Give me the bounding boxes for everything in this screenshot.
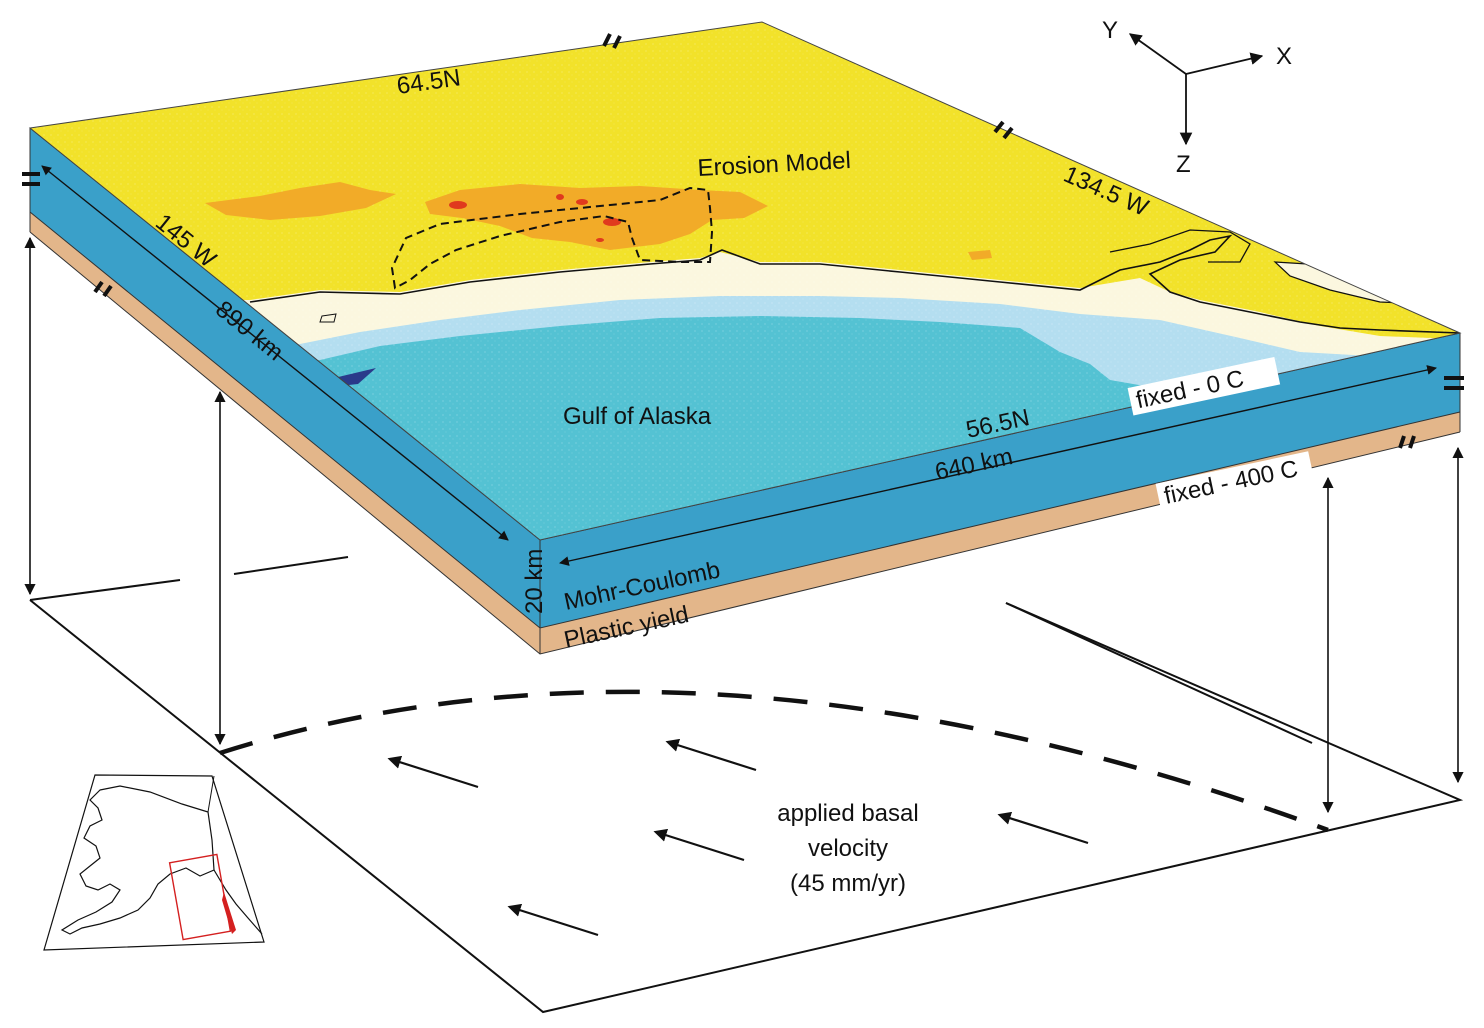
alaska-outline bbox=[60, 785, 215, 935]
basal-plane bbox=[29, 556, 1464, 1014]
axis-z-label: Z bbox=[1176, 151, 1191, 178]
dimension-lines bbox=[41, 165, 1437, 566]
peak-red-3 bbox=[576, 199, 588, 205]
velocity-arrows bbox=[387, 738, 1089, 937]
basal-velocity-label-line3: (45 mm/yr) bbox=[790, 870, 906, 897]
dimension-640km-line bbox=[559, 365, 1437, 566]
dimension-890km-line bbox=[41, 165, 509, 541]
basal-plane-back-edge-mid bbox=[233, 556, 349, 575]
velocity-arrow-icon bbox=[507, 903, 599, 937]
peak-red-4 bbox=[603, 218, 621, 226]
periodic-boundary-marker-icon bbox=[1444, 376, 1464, 390]
basal-velocity-label-line1: applied basal bbox=[777, 800, 918, 827]
high-topography-east-spot bbox=[968, 250, 992, 260]
model-block bbox=[28, 21, 1462, 655]
canada-coast bbox=[207, 775, 215, 813]
velocity-arrow-icon bbox=[665, 738, 757, 772]
coastline-inlet bbox=[1109, 229, 1251, 263]
axis-triad-icon bbox=[1128, 33, 1264, 146]
gulf-label: Gulf of Alaska bbox=[563, 403, 712, 430]
velocity-arrow-icon bbox=[653, 828, 745, 862]
basal-plane-right-edge-upper bbox=[1005, 602, 1313, 744]
velocity-boundary-dashed-curve bbox=[219, 689, 1329, 833]
study-area-box bbox=[168, 853, 232, 941]
basal-plane-outline bbox=[29, 599, 1464, 1014]
peak-red-5 bbox=[596, 238, 604, 242]
velocity-arrow-icon bbox=[997, 811, 1089, 845]
periodic-boundary-marker-icon bbox=[993, 120, 1014, 140]
axis-y-label: Y bbox=[1102, 17, 1118, 44]
basal-velocity-label-line2: velocity bbox=[808, 835, 888, 862]
velocity-arrow-icon bbox=[387, 755, 479, 789]
periodic-boundary-marker-icon bbox=[602, 33, 622, 49]
basal-plane-back-edge-left bbox=[29, 579, 181, 601]
peak-red-1 bbox=[449, 201, 467, 209]
depth-label: 20 km bbox=[521, 549, 548, 614]
axis-x-label: X bbox=[1276, 43, 1292, 70]
coastline bbox=[249, 234, 1460, 334]
alaska-locator-map-icon bbox=[43, 774, 265, 951]
periodic-boundary-marker-icon bbox=[22, 172, 40, 186]
peak-red-2 bbox=[556, 194, 564, 200]
